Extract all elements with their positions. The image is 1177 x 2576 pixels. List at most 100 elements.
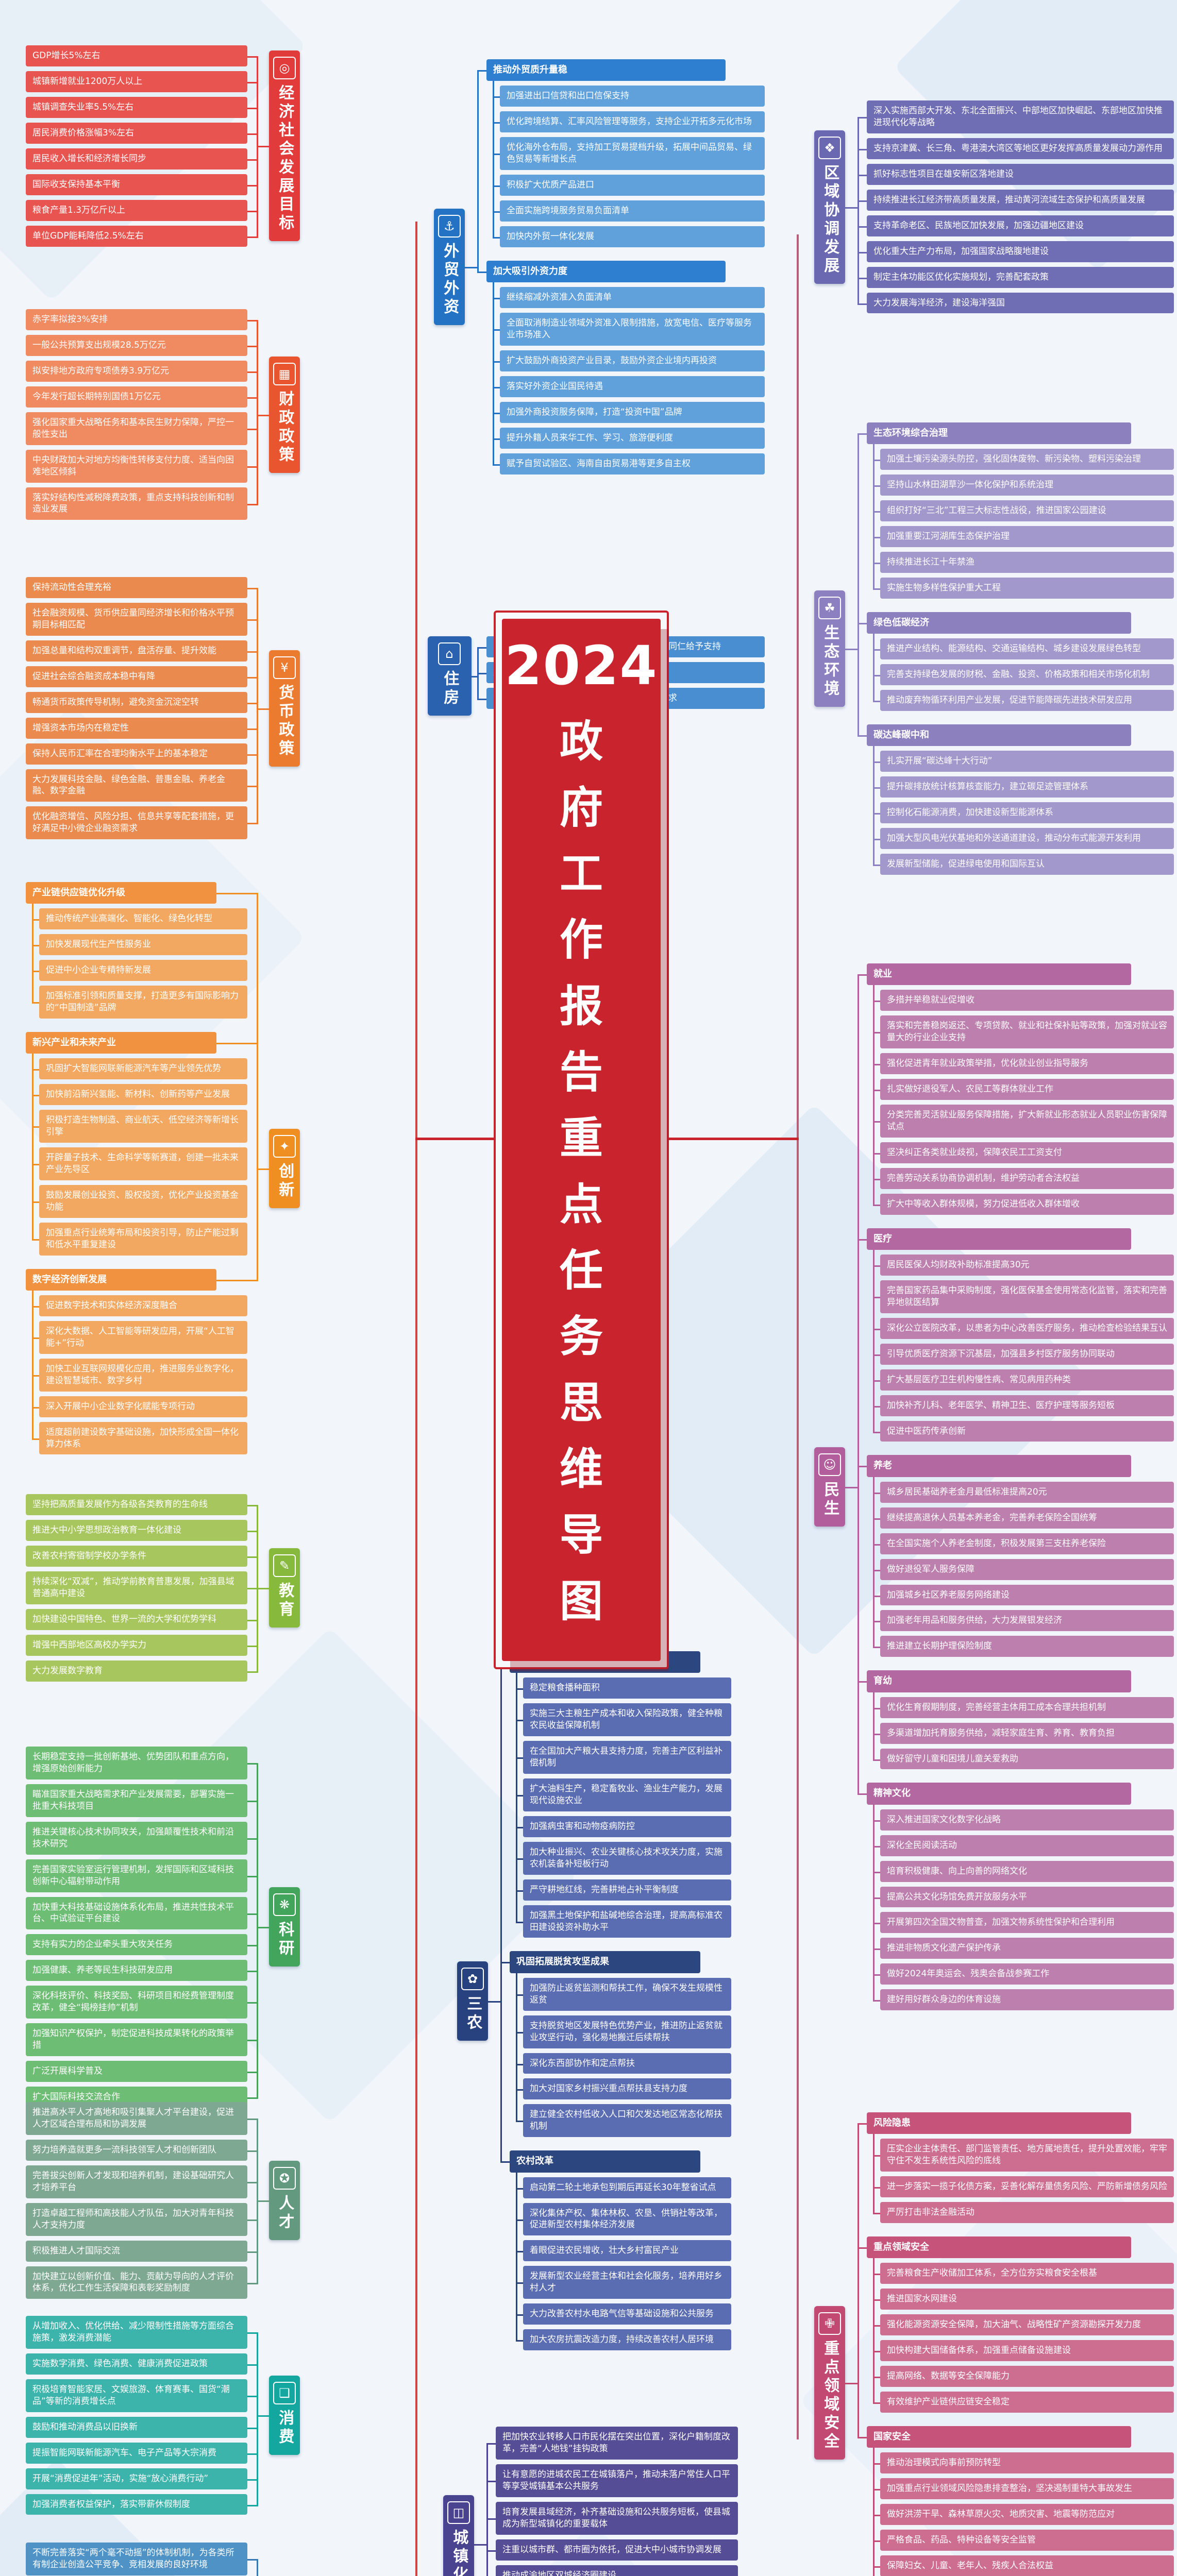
connector-line [247,651,257,653]
central-banner: 2024 政府工作报告重点任务思维导图 [494,611,669,1669]
branch-label-security: ✙重点领域安全 [814,2306,845,2460]
connector-line [32,1375,39,1377]
connector-line [32,1054,33,1241]
connector-line [873,1477,875,1648]
task-item: 优化跨境结算、汇率风险管理等服务，支持企业开拓多元化市场 [500,111,765,133]
task-item: 深化集体产权、集体林权、农垦、供销社等改革，促进新型农村集体经济发展 [523,2202,731,2236]
task-group: GDP增长5%左右城镇新增就业1200万人以上城镇调查失业率5.5%左右居民消费… [26,45,247,247]
branch-label-sannong: ✿三农 [457,1961,488,2041]
connector-line [247,587,257,589]
task-item: 推动传统产业高端化、智能化、绿色化转型 [39,908,247,930]
connector-line [873,1544,880,1546]
task-item: 抓好标志性项目在雄安新区落地建设 [867,163,1174,185]
connector-line [32,1094,39,1096]
connector-line [247,319,257,321]
task-item: 发展新型农业经营主体和社会化服务，培养用好乡村人才 [523,2266,731,2299]
section-monetary: 保持流动性合理充裕社会融资规模、货币供应量同经济增长和价格水平预期目标相匹配加强… [26,577,301,840]
task-item: 加强进出口信贷和出口信保支持 [500,86,765,107]
task-item: 大力发展数字教育 [26,1660,247,1682]
connector-line [247,2427,257,2429]
section-urbanization: ◫城镇化把加快农业转移人口市民化摆在突出位置，深化户籍制度改革，完善“人地钱”挂… [442,2427,738,2576]
leaf-icon: ☘ [818,597,841,619]
connector-line [516,2250,523,2252]
section-security: ✙重点领域安全 风险隐患压实企业主体责任、部门监管责任、地方属地责任，提升处置效能… [813,2112,1174,2576]
task-item: 加强重点行业领域风险隐患排查整治，坚决遏制重特大事故发生 [880,2478,1174,2500]
task-item: 保障妇女、儿童、老年人、残疾人合法权益 [880,2555,1174,2576]
task-item: 提升碳排放统计核算核查能力，建立碳足迹管理体系 [880,776,1174,798]
connector-line [257,2332,258,2506]
connector-line [247,1801,257,1802]
connector-line [516,2188,523,2190]
banner-title-char: 府 [559,782,603,833]
task-item: 持续推进长江十年禁渔 [880,552,1174,573]
connector-line [247,2332,257,2334]
connector-line [32,1406,39,1409]
house-icon: ⌂ [438,642,461,665]
connector-line [873,1759,880,1761]
connector-line [857,2437,867,2438]
group-header: 医疗 [867,1228,1131,1250]
connector-line [493,386,500,388]
task-item: 强化国家重大战略任务和基本民生财力保障，严控一般性支出 [26,412,247,445]
connector-line [477,672,486,674]
connector-line [247,1530,257,1532]
banner-title-char: 思 [559,1377,603,1428]
connector-line [247,2071,257,2073]
connector-line [845,207,857,209]
task-item: 长期稳定支持一批创新基地、优势团队和重点方向，增强原始创新能力 [26,1747,247,1780]
connector-line [857,1466,867,1467]
connector-line [493,412,500,414]
task-item: 加大对国家乡村振兴重点帮扶县支持力度 [523,2078,731,2100]
connector-line [857,2247,867,2249]
task-item: 深化公立医院改革，以患者为中心改善医疗服务，推动检查检验结果互认 [880,1317,1174,1339]
task-item: 扩大基层医疗卫生机构慢性病、常见病用药种类 [880,1369,1174,1391]
connector-line [845,1487,857,1488]
task-item: 积极打造生物制造、商业航天、低空经济等新增长引擎 [39,1110,247,1143]
task-group: 保持流动性合理充裕社会融资规模、货币供应量同经济增长和价格水平预期目标相匹配加强… [26,577,247,840]
connector-line [257,415,269,416]
task-item: 促进数字技术和实体经济深度融合 [39,1295,247,1316]
task-group: 绿色低碳经济推进产业结构、能源结构、交通运输结构、城乡建设发展绿色转型完善支持绿… [867,612,1174,711]
connector-line [857,1681,867,1683]
connector-line [873,1354,880,1356]
banner-title: 政府工作报告重点任务思维导图 [560,697,603,1646]
connector-line [857,148,867,150]
branch-label-text: 货币政策 [276,684,294,758]
task-item: 居民医保人均财政补助标准提高30元 [880,1254,1174,1276]
task-group: 风险隐患压实企业主体责任、部门监管责任、地方属地责任，提升处置效能，牢牢守住不发… [867,2112,1174,2224]
connector-line [873,1646,880,1648]
task-item: 多措并举稳就业促增收 [880,990,1174,1011]
branch-label-text: 生态环境 [821,624,839,699]
connector-line [873,2134,875,2214]
connector-line [857,2123,859,2438]
task-item: 加快工业互联网规模化应用，推进服务业数字化，建设智慧城市、数字乡村 [39,1358,247,1392]
connector-line [493,361,500,363]
task-item: 加强标准引领和质量支撑，打造更多有国际影响力的“中国制造”品牌 [39,986,247,1019]
task-item: 扩大油料生产，稳定畜牧业、渔业生产能力，发展现代设施农业 [523,1778,731,1811]
connector-line [247,1876,257,1877]
group-header: 加大吸引外资力度 [486,260,726,283]
connector-line [247,2453,257,2455]
connector-line [845,649,857,650]
connector-line [257,1168,269,1170]
connector-line [857,1239,867,1241]
branch-label-text: 外贸外资 [441,242,459,317]
connector-line [32,1337,39,1339]
task-item: 积极扩大优质产品进口 [500,175,765,196]
task-item: 引导优质医疗资源下沉基层，加强县乡村医疗服务协同联动 [880,1343,1174,1365]
banner-title-char: 务 [559,1311,603,1362]
connector-line [873,1032,880,1033]
connector-line [257,1763,258,2099]
banner-title-char: 工 [559,848,603,899]
task-item: 加快构建大国储备体系，加强重点储备设施建设 [880,2340,1174,2362]
connector-line [247,397,257,399]
branch-label-education: ✎教育 [269,1548,300,1628]
task-item: 加强外商投资服务保障，打造“投资中国”品牌 [500,401,765,423]
connector-line [247,210,257,212]
branch-label-text: 消费 [276,2410,294,2447]
task-item: 加强健康、养老等民生科技研发应用 [26,1960,247,1981]
connector-line [247,1645,257,1647]
task-group: 赤字率拟按3%安排一般公共预算支出规模28.5万亿元拟安排地方政府专项债券3.9… [26,309,247,520]
connector-line [873,1000,880,1002]
shield-icon: ✙ [818,2312,841,2335]
